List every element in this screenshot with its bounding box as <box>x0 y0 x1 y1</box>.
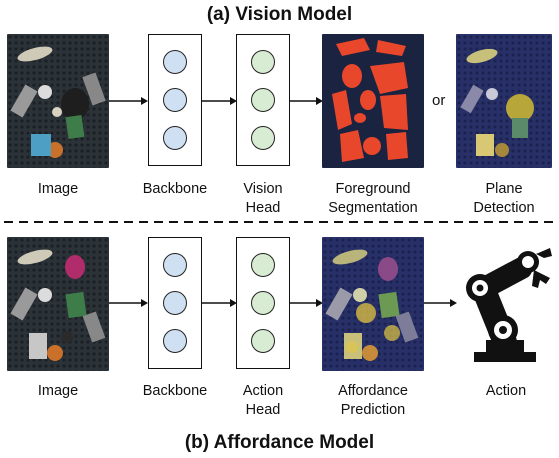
backbone-node <box>163 291 187 315</box>
arrow-b1 <box>109 299 148 307</box>
robot-arm-icon <box>466 248 552 362</box>
segmentation-output <box>322 34 424 168</box>
vision-model-title: (a) Vision Model <box>206 4 353 25</box>
action-head-box <box>236 237 290 369</box>
caption-action: Action <box>485 383 527 399</box>
arrow-a2 <box>202 97 237 105</box>
affordance-prediction-output <box>322 237 424 371</box>
caption-plane-detection: Plane Detection <box>473 181 535 216</box>
input-image-a <box>7 34 109 168</box>
backbone-node <box>163 126 187 150</box>
plane-detection-output <box>456 34 552 168</box>
arrow-b2 <box>202 299 237 307</box>
arrow-a1 <box>109 97 148 105</box>
caption-backbone-b: Backbone <box>142 383 208 399</box>
head-node <box>251 329 275 353</box>
arrow-a3 <box>290 97 323 105</box>
caption-backbone-a: Backbone <box>142 181 208 197</box>
head-node <box>251 126 275 150</box>
head-node <box>251 291 275 315</box>
backbone-node <box>163 253 187 277</box>
caption-affordance-prediction: Affordance Prediction <box>338 383 408 418</box>
caption-action-head: Action Head <box>242 383 284 418</box>
backbone-node <box>163 88 187 112</box>
backbone-node <box>163 50 187 74</box>
caption-image-b: Image <box>37 383 79 399</box>
or-label: or <box>432 92 446 109</box>
caption-segmentation: Foreground Segmentation <box>328 181 418 216</box>
backbone-box-a <box>148 34 202 166</box>
head-node <box>251 50 275 74</box>
input-image-b <box>7 237 109 371</box>
caption-image-a: Image <box>37 181 79 197</box>
caption-vision-head: Vision Head <box>243 181 283 216</box>
arrow-b4 <box>424 299 457 307</box>
backbone-node <box>163 329 187 353</box>
head-node <box>251 88 275 112</box>
backbone-box-b <box>148 237 202 369</box>
affordance-model-title: (b) Affordance Model <box>184 432 375 453</box>
vision-head-box <box>236 34 290 166</box>
arrow-b3 <box>290 299 323 307</box>
section-divider <box>4 221 555 223</box>
head-node <box>251 253 275 277</box>
